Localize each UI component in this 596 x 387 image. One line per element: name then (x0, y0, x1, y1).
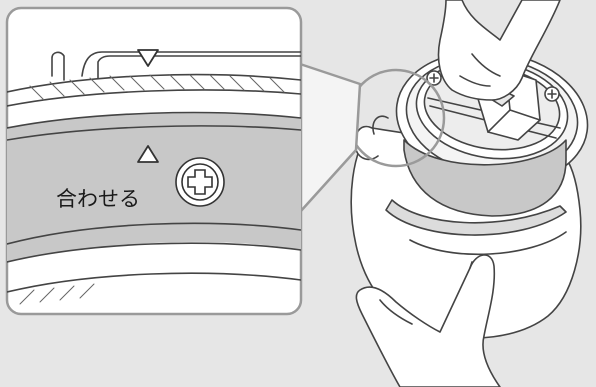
lid-tab (52, 52, 64, 80)
appliance-illustration (351, 0, 596, 387)
align-label: 合わせる (56, 187, 140, 211)
ring-grey-band (7, 113, 301, 262)
detail-callout-panel: 合わせる (7, 8, 301, 314)
screw-icon (176, 158, 224, 206)
